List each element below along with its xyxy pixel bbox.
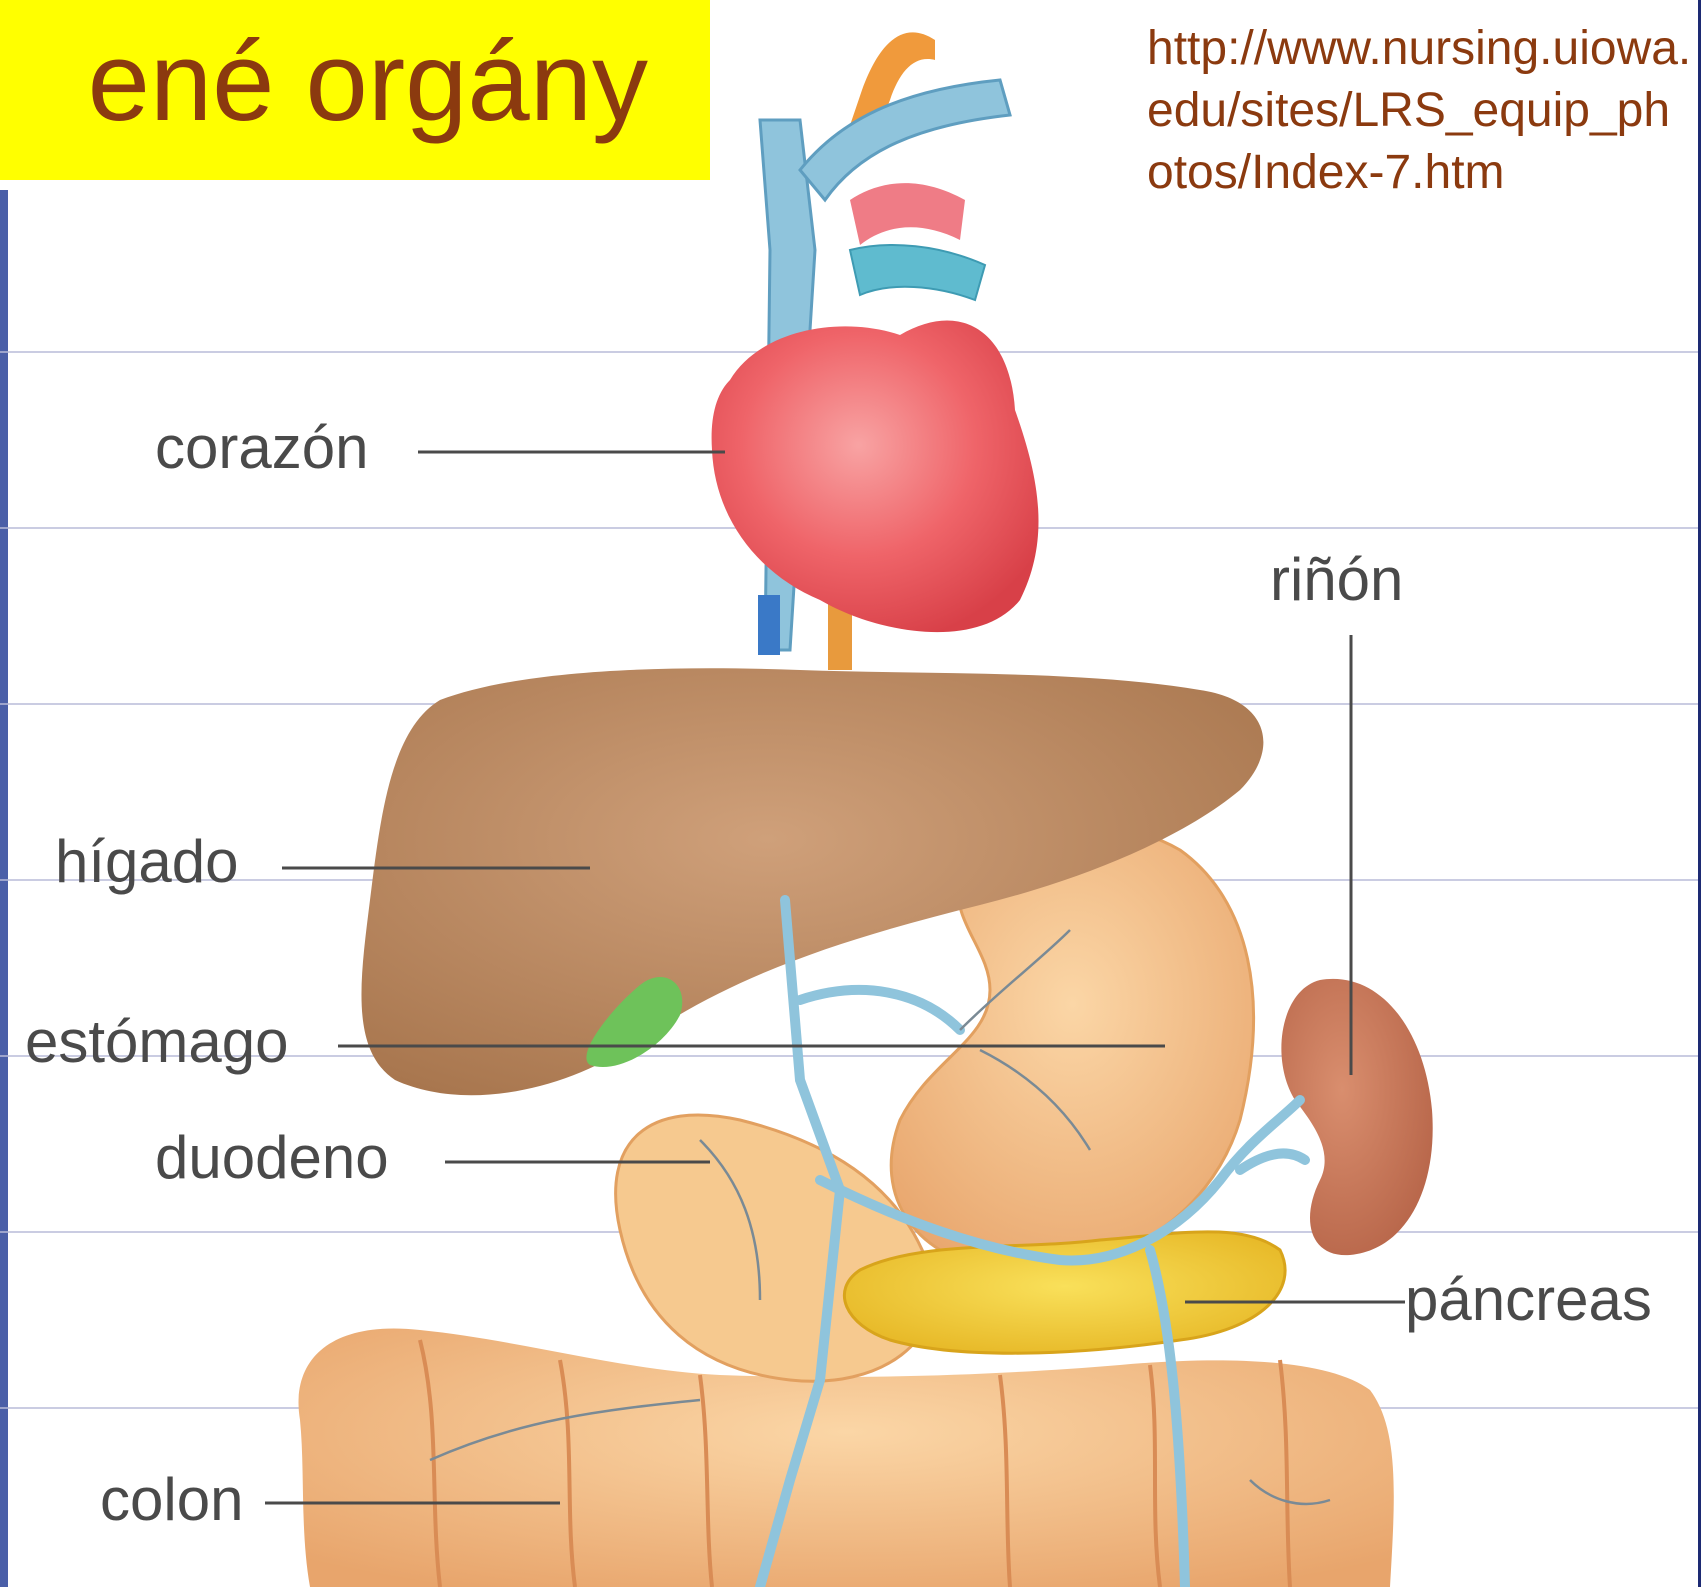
- label-heart: corazón: [155, 418, 368, 478]
- slide-title-box: ené orgány: [0, 0, 710, 180]
- kidney-shape: [1281, 979, 1432, 1255]
- label-liver: hígado: [55, 832, 239, 892]
- label-duodenum: duodeno: [155, 1128, 389, 1188]
- slide-title: ené orgány: [88, 26, 648, 138]
- label-colon: colon: [100, 1470, 243, 1530]
- label-pancreas: páncreas: [1405, 1270, 1652, 1330]
- label-kidney: riñón: [1270, 550, 1403, 610]
- heart-shape: [712, 321, 1039, 633]
- label-stomach: estómago: [25, 1012, 289, 1072]
- duodenum-shape: [616, 1115, 934, 1381]
- source-url[interactable]: http://www.nursing.uiowa.edu/sites/LRS_e…: [1147, 18, 1692, 204]
